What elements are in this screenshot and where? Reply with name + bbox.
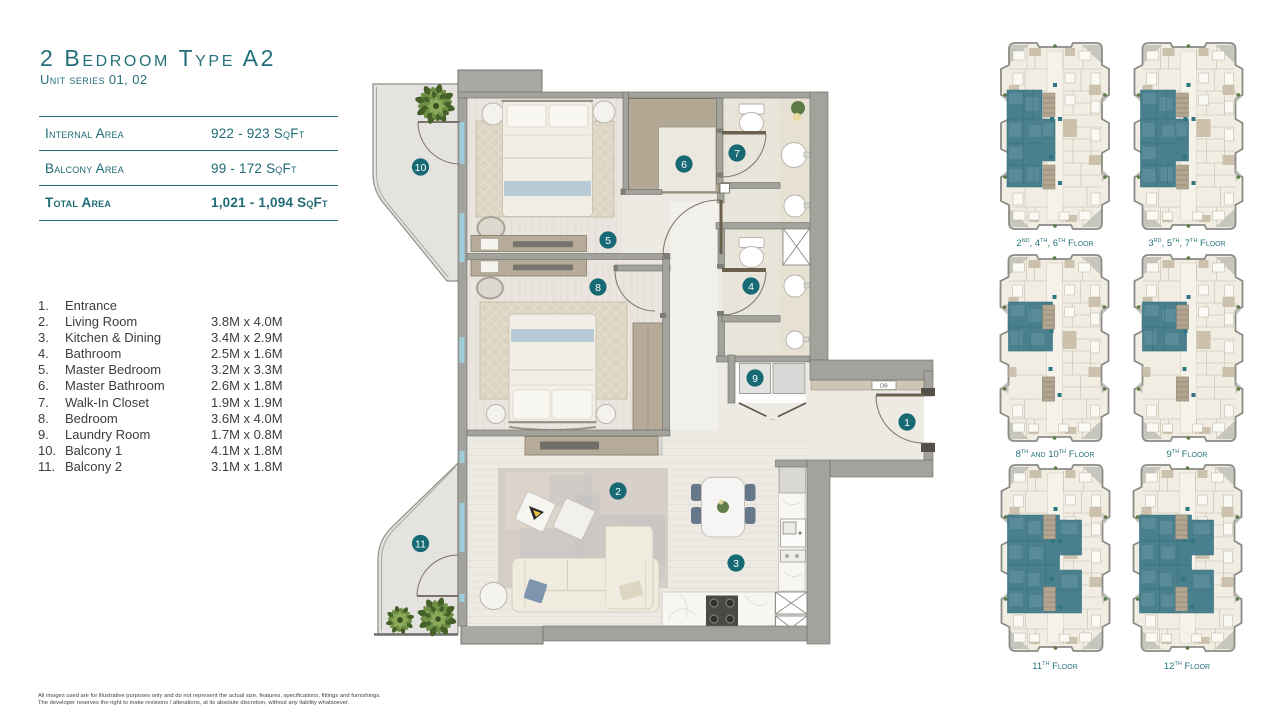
svg-text:6: 6 xyxy=(681,159,687,171)
svg-text:DB: DB xyxy=(880,384,888,390)
svg-text:7: 7 xyxy=(734,148,740,160)
svg-text:1: 1 xyxy=(904,417,910,429)
svg-text:9: 9 xyxy=(752,373,758,385)
svg-text:11: 11 xyxy=(415,538,426,550)
svg-text:4: 4 xyxy=(748,281,754,293)
svg-text:10: 10 xyxy=(415,162,427,174)
svg-text:8: 8 xyxy=(595,282,601,294)
svg-text:2: 2 xyxy=(615,486,621,498)
svg-text:5: 5 xyxy=(605,235,611,247)
svg-text:3: 3 xyxy=(733,558,739,570)
